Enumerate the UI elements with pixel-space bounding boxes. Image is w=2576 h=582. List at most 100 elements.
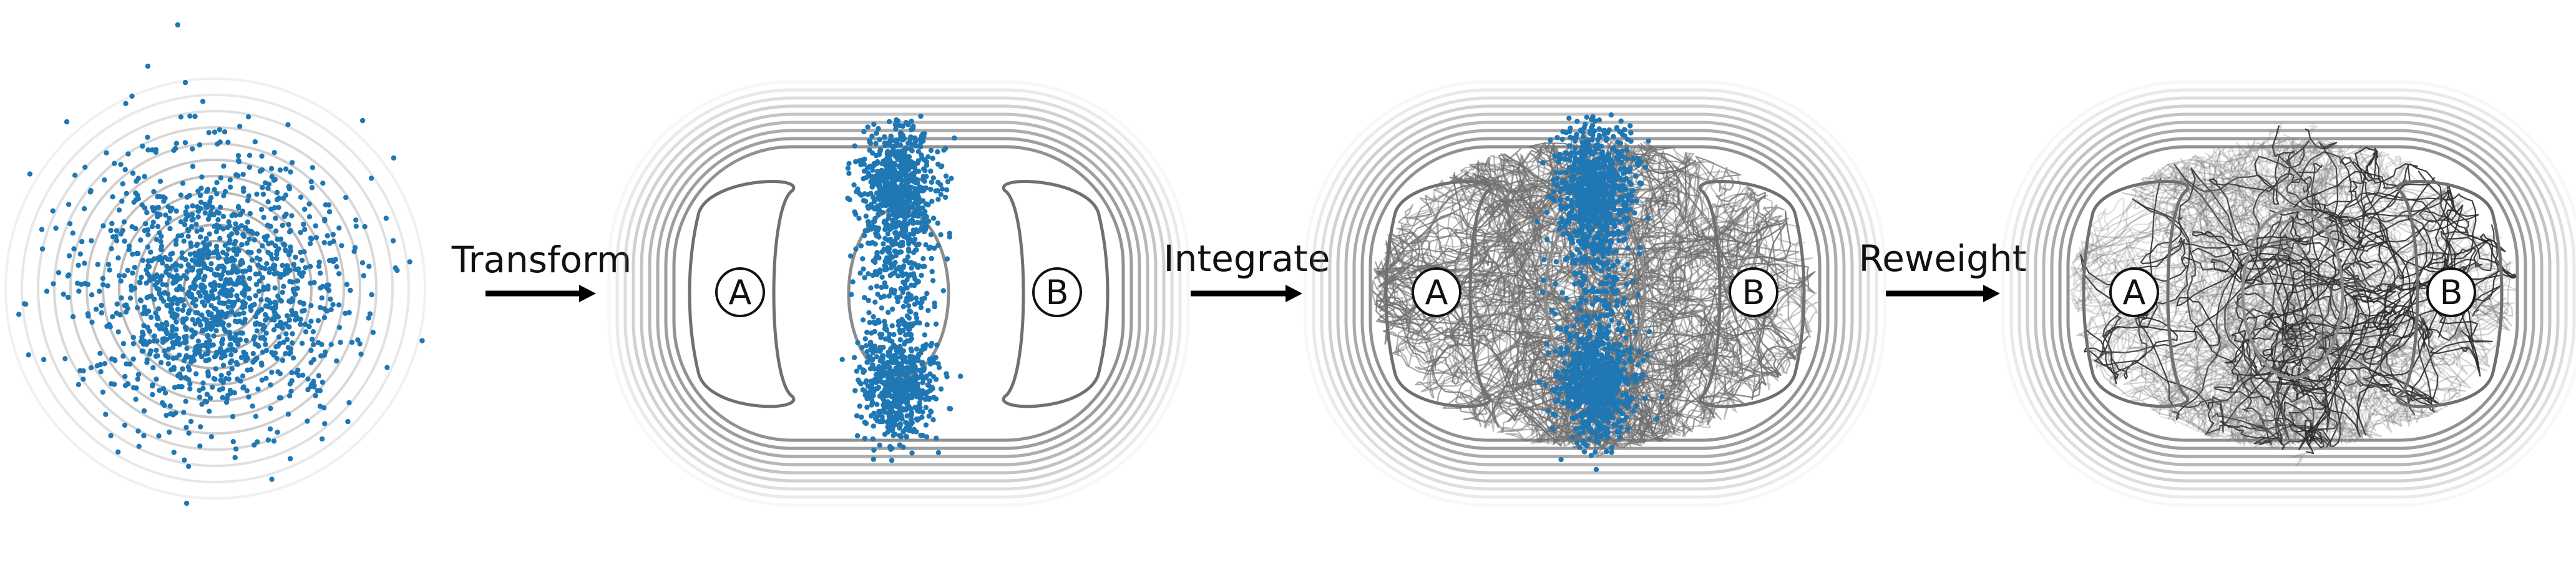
sample-point: [142, 174, 147, 179]
sample-point: [137, 279, 142, 285]
sample-point: [289, 308, 295, 313]
sample-point: [205, 298, 211, 304]
sample-point: [1615, 150, 1621, 156]
sample-point: [222, 189, 228, 194]
sample-point: [244, 388, 250, 393]
sample-point: [61, 291, 67, 297]
sample-point: [909, 260, 914, 265]
sample-point: [321, 405, 327, 411]
sample-point: [874, 159, 881, 165]
sample-point: [1590, 341, 1596, 347]
sample-point: [888, 346, 894, 352]
sample-point: [854, 433, 861, 438]
sample-point: [150, 205, 155, 210]
sample-point: [158, 360, 164, 365]
sample-point: [207, 231, 212, 237]
sample-point: [217, 387, 223, 393]
sample-point: [362, 224, 368, 230]
sample-point: [1627, 398, 1632, 404]
sample-point: [336, 225, 342, 231]
sample-point: [898, 188, 904, 194]
sample-point: [935, 149, 940, 155]
sample-point: [198, 205, 203, 211]
sample-point: [141, 323, 147, 328]
sample-point: [872, 224, 878, 230]
sample-point: [1534, 219, 1540, 225]
sample-point: [917, 207, 922, 212]
sample-point: [1580, 420, 1586, 425]
sample-point: [1580, 134, 1586, 140]
sample-point: [184, 204, 190, 210]
sample-point: [1539, 289, 1546, 295]
sample-point: [154, 353, 159, 359]
sample-point: [1536, 379, 1543, 385]
sample-point: [215, 295, 221, 301]
sample-point: [336, 325, 343, 330]
sample-point: [1570, 402, 1576, 407]
sample-point: [229, 358, 235, 363]
sample-point: [230, 347, 236, 352]
sample-point: [1599, 160, 1606, 166]
sample-point: [210, 293, 215, 298]
sample-point: [202, 201, 208, 207]
sample-point: [290, 340, 295, 346]
sample-point: [919, 133, 925, 139]
sample-point: [1576, 372, 1583, 378]
sample-point: [344, 282, 349, 287]
sample-point: [1576, 359, 1581, 365]
sample-point: [188, 240, 193, 246]
sample-point: [218, 175, 223, 181]
sample-point: [889, 160, 895, 166]
sample-point: [870, 357, 876, 363]
sample-point: [1584, 369, 1590, 375]
sample-point: [1630, 374, 1636, 380]
sample-point: [27, 171, 33, 177]
sample-point: [938, 232, 944, 238]
sample-point: [157, 388, 162, 393]
sample-point: [900, 393, 907, 399]
sample-point: [71, 246, 77, 252]
sample-point: [1614, 303, 1620, 308]
sample-point: [329, 257, 335, 263]
sample-point: [155, 306, 162, 312]
sample-point: [850, 279, 856, 285]
sample-point: [214, 349, 220, 355]
sample-point: [246, 394, 251, 400]
sample-point: [227, 290, 233, 296]
sample-point: [903, 298, 909, 304]
sample-point: [271, 150, 277, 155]
sample-point: [922, 222, 928, 227]
sample-point: [1589, 245, 1596, 252]
sample-point: [323, 349, 328, 355]
sample-point: [277, 167, 283, 173]
reweight-label: Reweight: [1859, 237, 2027, 280]
sample-point: [929, 199, 935, 204]
sample-point: [1642, 164, 1648, 170]
sample-point: [920, 256, 926, 262]
sample-point: [286, 229, 293, 235]
sample-point: [100, 389, 106, 395]
sample-point: [1608, 402, 1614, 407]
sample-point: [207, 395, 213, 401]
sample-point: [926, 397, 932, 402]
sample-point: [165, 355, 171, 360]
sample-point: [1608, 112, 1614, 118]
sample-point: [1570, 434, 1576, 440]
sample-point: [220, 226, 226, 232]
sample-point: [897, 402, 903, 407]
sample-point: [858, 243, 864, 249]
sample-point: [183, 257, 188, 262]
sample-point: [293, 254, 298, 260]
sample-point: [148, 249, 154, 255]
sample-point: [263, 375, 269, 381]
sample-point: [300, 372, 306, 378]
sample-point: [126, 244, 132, 249]
sample-point: [1595, 220, 1601, 225]
sample-point: [883, 169, 889, 175]
sample-point: [871, 447, 877, 453]
sample-point: [205, 369, 211, 375]
sample-point: [870, 167, 876, 173]
sample-point: [1557, 220, 1563, 225]
sample-point: [242, 353, 247, 359]
sample-point: [124, 361, 129, 367]
